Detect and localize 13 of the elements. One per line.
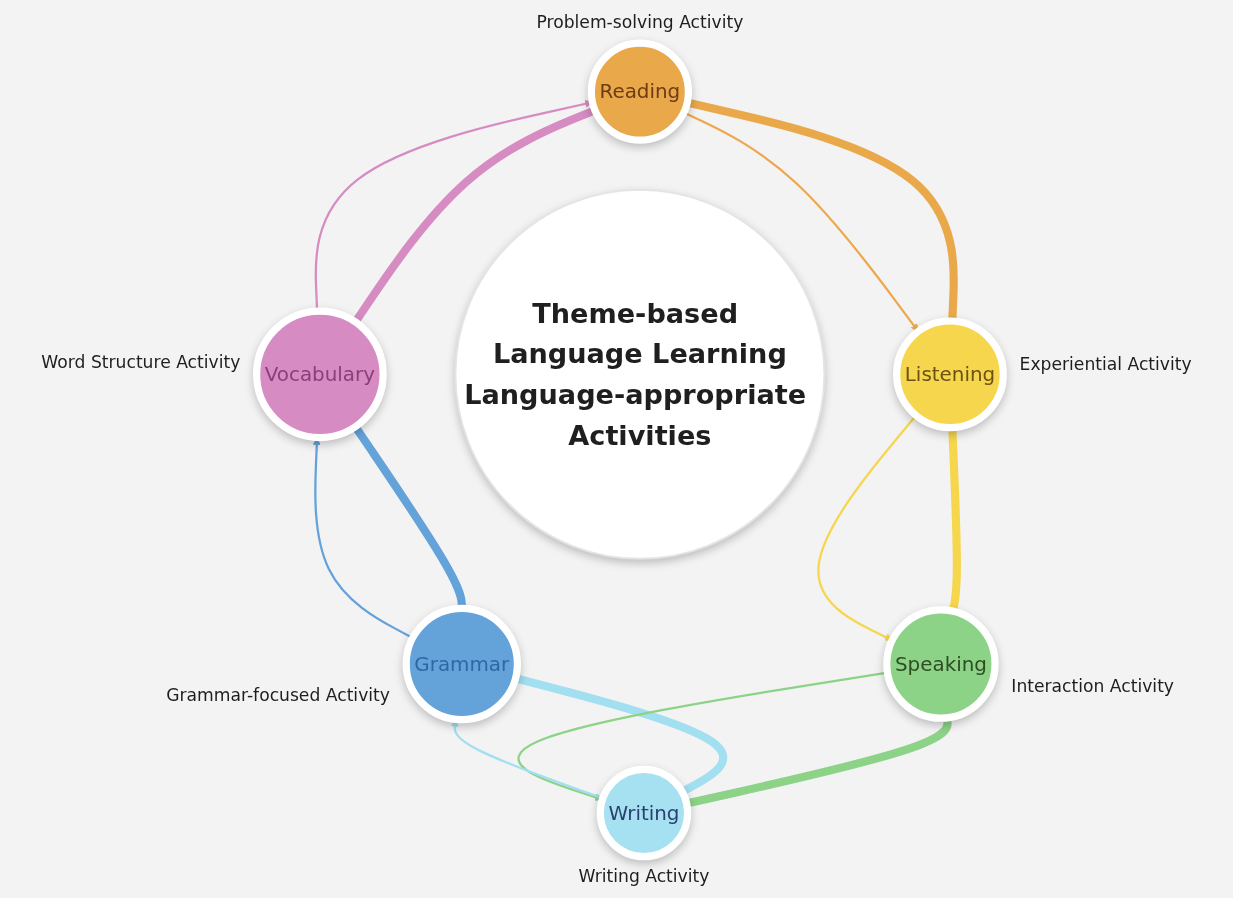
node-circle: Reading xyxy=(587,39,692,144)
node-circle: Theme-based Language Learning Language-appropriate Activities xyxy=(454,189,826,560)
activity-label: Problem-solving Activity xyxy=(536,12,744,33)
node-circle: Writing xyxy=(596,765,692,861)
activity-label: Writing Activity xyxy=(578,865,710,886)
activity-label: Word Structure Activity xyxy=(41,351,241,372)
node-circle: Grammar xyxy=(402,604,521,724)
activity-label: Interaction Activity xyxy=(1011,676,1174,697)
activity-label: Grammar-focused Activity xyxy=(166,685,390,706)
node-circle: Speaking xyxy=(883,606,999,722)
node-circle: Listening xyxy=(893,317,1007,432)
node-circle: Vocabulary xyxy=(253,307,387,442)
activity-label: Experiential Activity xyxy=(1019,353,1192,374)
